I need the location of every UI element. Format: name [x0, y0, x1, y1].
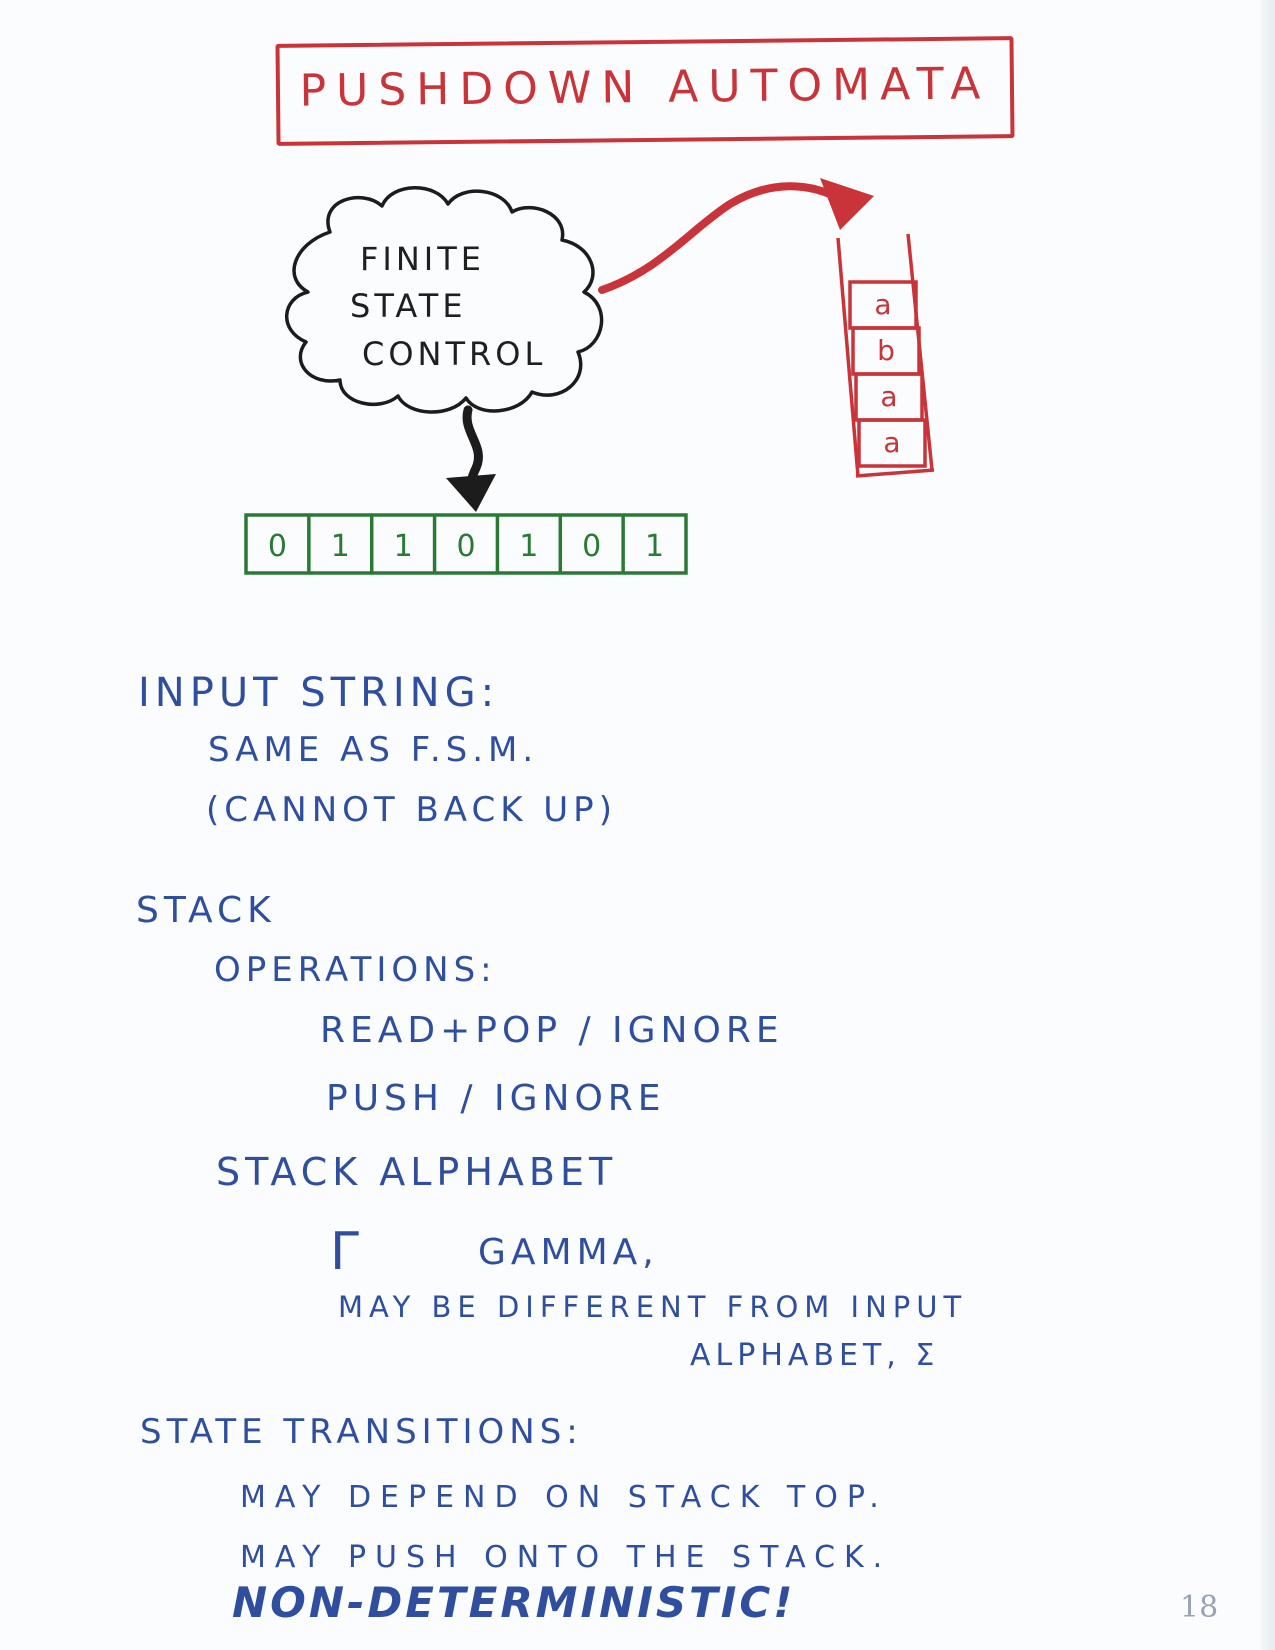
- nondeterministic-note: NON-DETERMINISTIC!: [232, 1578, 796, 1627]
- tape-cell: 1: [519, 529, 538, 564]
- stack-symbol: a: [883, 426, 900, 459]
- operation-2: PUSH / IGNORE: [326, 1078, 666, 1119]
- input-line-2: (CANNOT BACK UP): [206, 790, 617, 830]
- tape-arrow-head: [446, 474, 496, 512]
- tape-cell: 0: [456, 529, 475, 564]
- tape-cell: 1: [394, 529, 413, 564]
- page-number: 18: [1180, 1590, 1219, 1625]
- stack-cell: [857, 418, 927, 468]
- cloud-line-2: STATE: [350, 287, 467, 325]
- tape-cell: 1: [331, 529, 350, 564]
- tape-cell: 0: [582, 529, 601, 564]
- transitions-heading: STATE TRANSITIONS:: [140, 1412, 583, 1452]
- gamma-line-1: MAY BE DIFFERENT FROM INPUT: [338, 1290, 968, 1324]
- finite-state-cloud: [285, 186, 604, 414]
- gamma-symbol: Γ: [330, 1222, 359, 1282]
- cloud-line-1: FINITE: [360, 240, 485, 278]
- gamma-label: GAMMA,: [478, 1232, 659, 1273]
- operation-1: READ+POP / IGNORE: [320, 1010, 784, 1051]
- transition-1: MAY DEPEND ON STACK TOP.: [240, 1480, 888, 1515]
- page-edge: [1261, 0, 1275, 1650]
- input-heading: INPUT STRING:: [138, 670, 500, 716]
- input-tape: 0 1 1 0 1 0 1: [244, 513, 688, 575]
- stack-arrow: [598, 182, 846, 294]
- stack-symbol: a: [880, 380, 897, 413]
- gamma-line-2: ALPHABET, Σ: [690, 1338, 940, 1373]
- stack-arrow-head: [820, 178, 874, 230]
- stack-symbol: a: [874, 288, 891, 321]
- stack-symbol: b: [877, 334, 895, 367]
- tape-cell: 1: [645, 529, 664, 564]
- tape-cell: 0: [268, 529, 287, 564]
- cloud-line-3: CONTROL: [362, 335, 547, 373]
- input-line-1: SAME AS F.S.M.: [208, 730, 539, 770]
- operations-heading: OPERATIONS:: [214, 950, 497, 990]
- stack-heading: STACK: [136, 890, 276, 931]
- transition-2: MAY PUSH ONTO THE STACK.: [240, 1540, 892, 1575]
- alphabet-heading: STACK ALPHABET: [216, 1150, 618, 1194]
